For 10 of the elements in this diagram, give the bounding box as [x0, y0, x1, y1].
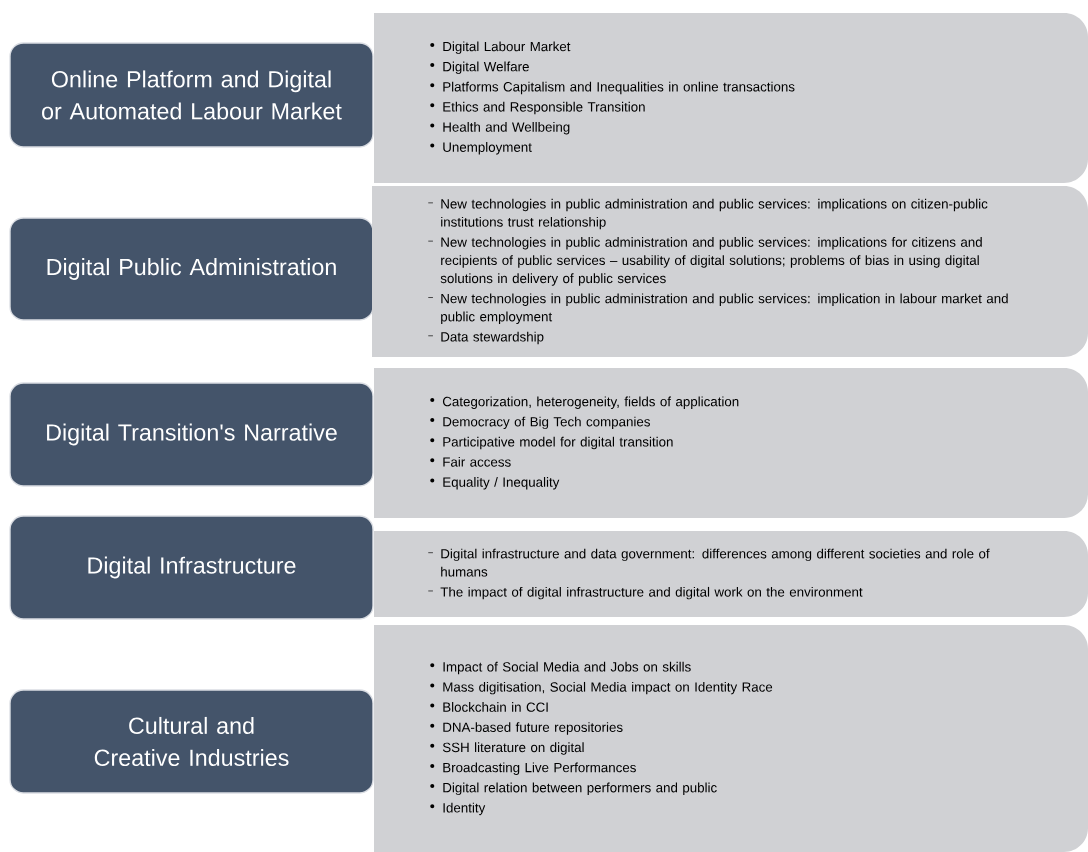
topic-panel: Digital infrastructure and data government: differences among different societies and role of humans The impact of digital infrastructure and digital work on the environment [374, 531, 1088, 617]
topic-panel: New technologies in public administration and public services: implications on citizen-public institutions trust relationship New technologies in public administration and public services: implications for citizens and recipients of public services – usability of digital solutions; problems of bias in using digital solutions in delivery of public services New technologies in public administration and public services: implication in labour market and public employment Data stewardship [372, 186, 1088, 357]
topic-panel: Categorization, heterogeneity, fields of application Democracy of Big Tech companies Participative model for digital transition Fair access Equality / Inequality [374, 368, 1088, 518]
topic-box: Digital Infrastructure [9, 515, 374, 620]
topic-panel: Digital Labour Market Digital Welfare Platforms Capitalism and Inequalities in online transactions Ethics and Responsible Transition Health and Wellbeing Unemployment [374, 13, 1088, 183]
topic-box: Digital Transition's Narrative [9, 382, 374, 487]
topic-box: Digital Public Administration [9, 217, 374, 321]
topic-box: Online Platform and Digital or Automated Labour Market [9, 42, 374, 148]
topic-box: Cultural and Creative Industries [9, 689, 374, 794]
topic-panel: Impact of Social Media and Jobs on skills Mass digitisation, Social Media impact on Identity Race Blockchain in CCI DNA-based future repositories SSH literature on digital Broadcasting Live Performances Digital relation between performers and public Identity [374, 625, 1088, 852]
